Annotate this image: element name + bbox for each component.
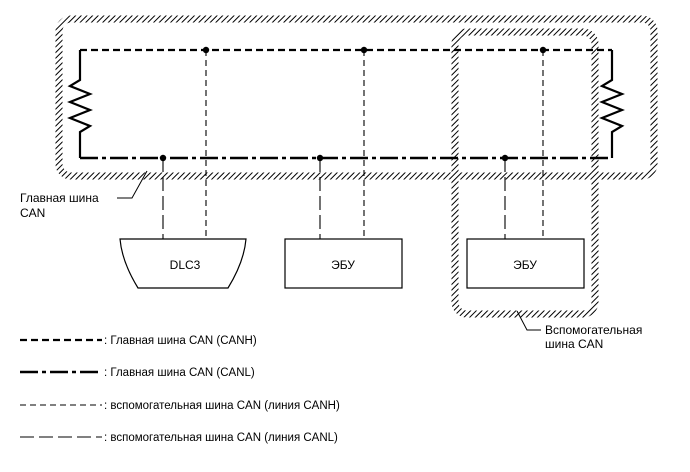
sub-bus-outline (451, 28, 599, 318)
ecu-2-label: ЭБУ (513, 258, 537, 272)
junction-dots (159, 46, 547, 162)
right-terminator-resistor (599, 50, 625, 158)
legend-item-canl-sub: : вспомогательная шина CAN (линия CANL) (20, 432, 338, 444)
legend-item-canh-main: : Главная шина CAN (CANH) (20, 335, 257, 347)
ecu-box-1: ЭБУ (284, 238, 403, 289)
dlc3-connector: DLC3 (119, 238, 247, 289)
ecu-box-2: ЭБУ (466, 238, 585, 289)
legend-text: : вспомогательная шина CAN (линия CANL) (104, 432, 338, 444)
legend-item-canh-sub: : вспомогательная шина CAN (линия CANH) (20, 400, 340, 412)
legend-text: : Главная шина CAN (CANL) (104, 367, 255, 379)
main-bus-label-line1: Главная шина (20, 191, 99, 205)
legend-text: : Главная шина CAN (CANH) (104, 335, 257, 347)
left-terminator-resistor (67, 50, 93, 158)
legend-text: : вспомогательная шина CAN (линия CANH) (104, 400, 340, 412)
main-bus-label-line2: CAN (20, 206, 45, 220)
main-bus-callout: Главная шина CAN (20, 170, 148, 220)
ecu-1-label: ЭБУ (331, 258, 355, 272)
legend-item-canl-main: : Главная шина CAN (CANL) (20, 367, 255, 379)
legend: : Главная шина CAN (CANH) : Главная шина… (20, 335, 340, 444)
sub-bus-canl-lines (162, 158, 506, 239)
main-bus-outline (55, 15, 658, 180)
sub-bus-label-line1: Вспомогательная (545, 323, 642, 337)
sub-bus-label-line2: шина CAN (545, 337, 603, 351)
sub-bus-canh-lines (205, 50, 544, 239)
dlc3-label: DLC3 (170, 258, 201, 272)
sub-bus-callout: Вспомогательная шина CAN (516, 310, 642, 351)
